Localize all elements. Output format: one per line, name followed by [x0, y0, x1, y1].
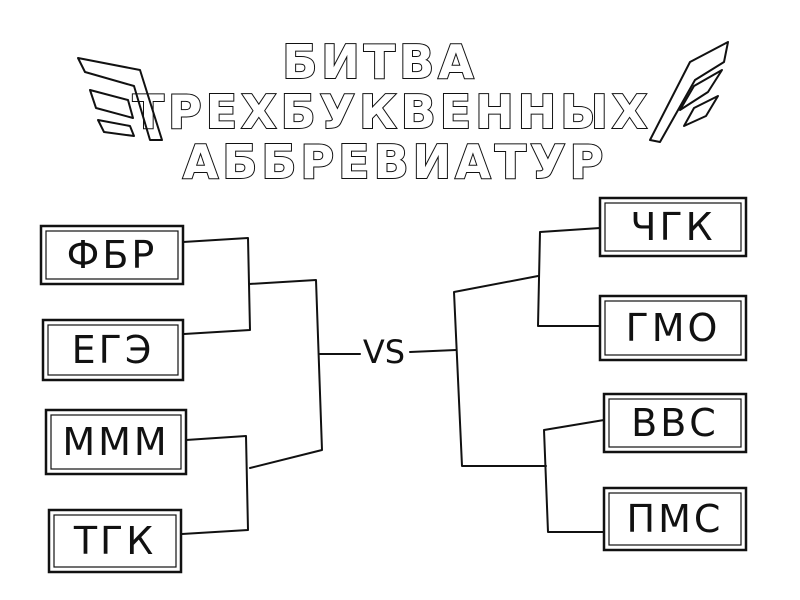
left-box-mmm-label: МММ: [62, 420, 169, 464]
right-bracket-final: [453, 275, 547, 467]
left-box-fbr: ФБР: [39, 224, 185, 286]
title-line-1: БИТВА: [282, 35, 478, 89]
left-bracket-bottom: [181, 435, 249, 535]
left-box-ege-label: ЕГЭ: [72, 328, 155, 372]
left-wing-icon: [77, 57, 163, 141]
left-bracket-top: [182, 237, 251, 335]
left-box-tgk: ТГК: [47, 508, 183, 574]
right-box-vvs: ВВС: [602, 392, 748, 454]
title-line-2: ТРЕХБУКВЕННЫХ: [133, 85, 652, 139]
title-line-3: АББРЕВИАТУР: [183, 135, 608, 189]
right-box-pms: ПМС: [602, 486, 748, 552]
left-box-tgk-label: ТГК: [73, 519, 156, 563]
left-box-fbr-label: ФБР: [67, 233, 158, 277]
right-box-chgk-label: ЧГК: [630, 205, 715, 249]
right-to-vs-line: [409, 349, 457, 353]
vs-label: VS: [363, 333, 405, 371]
right-box-vvs-label: ВВС: [631, 401, 719, 445]
right-box-pms-label: ПМС: [627, 497, 724, 541]
right-wing-icon: [649, 41, 729, 143]
left-box-ege: ЕГЭ: [41, 318, 185, 382]
left-bracket-final: [248, 279, 323, 469]
left-box-mmm: МММ: [44, 408, 188, 476]
right-bracket-bottom: [543, 419, 605, 533]
right-bracket-top: [537, 227, 601, 327]
right-box-gmo: ГМО: [598, 294, 748, 362]
right-box-chgk: ЧГК: [598, 196, 748, 258]
right-box-gmo-label: ГМО: [626, 306, 721, 350]
